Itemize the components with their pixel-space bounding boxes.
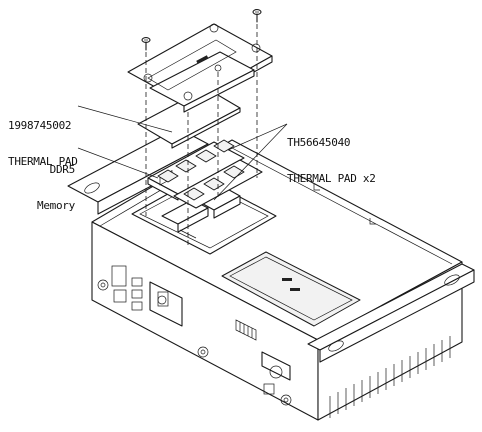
callout-ddr5-memory: DDR5 Memory <box>37 140 75 224</box>
heatsink-cover <box>127 23 273 113</box>
vent-fins <box>329 336 451 418</box>
callout-part-number: DDR5 <box>49 163 76 176</box>
callout-part-name: THERMAL PAD x2 <box>287 172 376 185</box>
callout-part-name: Memory <box>37 199 75 212</box>
callout-part-name: THERMAL PAD <box>8 155 78 168</box>
callout-thermal-pad-th56645040: TH56645040 THERMAL PAD x2 <box>287 113 376 197</box>
leader-lines <box>77 105 288 201</box>
screw-icon <box>141 37 151 51</box>
front-io-ports <box>97 265 292 406</box>
screw-icon <box>252 9 262 23</box>
callout-part-number: TH56645040 <box>287 136 351 149</box>
mounting-bracket-right <box>307 263 475 363</box>
callout-part-number: 1998745002 <box>8 119 72 132</box>
access-cover-plate <box>221 251 361 327</box>
callout-thermal-pad-1998745002: 1998745002 THERMAL PAD <box>8 96 78 180</box>
alignment-lines <box>145 24 258 246</box>
